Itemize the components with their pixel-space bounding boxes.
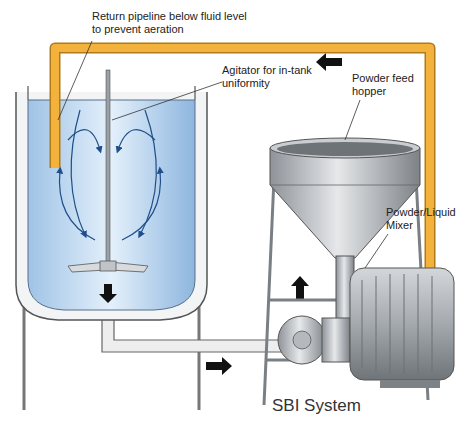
callout-label: Agitator for in-tank uniformity — [222, 64, 332, 90]
agitator — [68, 70, 148, 272]
callout-label: Return pipeline below fluid level to pre… — [92, 10, 252, 36]
callout-label: Powder/Liquid Mixer — [386, 206, 470, 232]
callout-label: Powder feed hopper — [352, 72, 424, 98]
mixer-motor — [350, 268, 454, 388]
return-pipe — [55, 48, 430, 275]
caption: SBI System — [272, 396, 361, 416]
leader-lines — [58, 41, 388, 268]
mixer-pump — [278, 316, 350, 364]
tank-jacket — [16, 92, 207, 320]
